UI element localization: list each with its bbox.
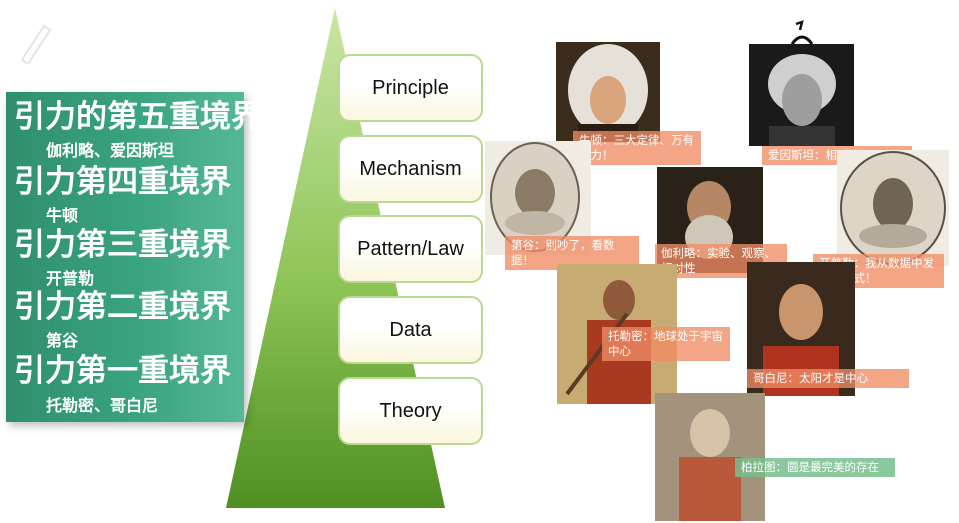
ptolemy-caption: 托勒密：地球处于宇宙中心 <box>602 327 730 361</box>
plato-caption: 柏拉图：圆是最完美的存在 <box>735 458 895 477</box>
level-1-sub: 托勒密、哥白尼 <box>46 396 159 415</box>
level-3-title: 引力第三重境界 <box>14 227 231 263</box>
level-4-sub: 牛顿 <box>46 206 79 225</box>
level-3-sub: 开普勒 <box>46 269 95 288</box>
newton-caption: 牛顿：三大定律、万有引力！ <box>573 131 701 165</box>
level-2-title: 引力第二重境界 <box>14 289 231 325</box>
pencil-icon <box>20 24 52 64</box>
level-5-title: 引力的第五重境界 <box>14 99 262 135</box>
hanger-icon <box>790 20 814 45</box>
gravity-levels-panel: 引力的第五重境界 伽利略、爱因斯坦 引力第四重境界 牛顿 引力第三重境界 开普勒… <box>6 92 262 422</box>
kepler-portrait <box>837 150 949 266</box>
stage-data: Data <box>338 296 483 364</box>
einstein-portrait <box>749 44 854 146</box>
stage-pattern-law: Pattern/Law <box>338 215 483 283</box>
level-5-sub: 伽利略、爱因斯坦 <box>46 141 175 160</box>
stage-principle: Principle <box>338 54 483 122</box>
copernicus-caption: 哥白尼：太阳才是中心 <box>747 369 909 388</box>
level-1-title: 引力第一重境界 <box>14 353 231 389</box>
level-4-title: 引力第四重境界 <box>14 164 231 200</box>
newton-portrait <box>556 42 660 142</box>
level-2-sub: 第谷 <box>46 331 79 350</box>
plato-portrait <box>655 393 765 521</box>
stage-mechanism: Mechanism <box>338 135 483 203</box>
stage-theory: Theory <box>338 377 483 445</box>
galileo-caption: 伽利略：实验、观察、相对性 <box>655 244 787 278</box>
